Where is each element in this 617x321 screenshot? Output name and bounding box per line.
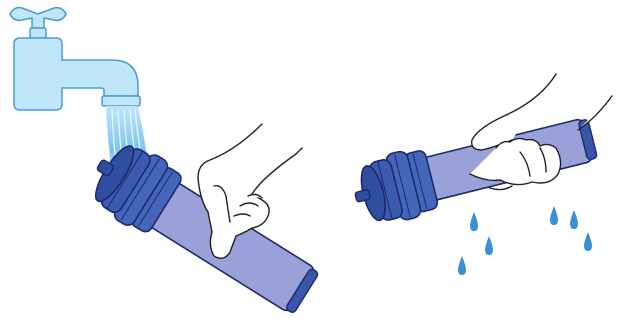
water-drop (570, 210, 578, 229)
water-drops (458, 206, 592, 275)
filter-cartridge (79, 132, 326, 321)
water-drop (470, 212, 478, 231)
filter-cartridge (348, 105, 601, 230)
water-drop (550, 206, 558, 225)
water-drop (485, 236, 493, 255)
water-drop (458, 256, 466, 275)
faucet-icon (10, 8, 140, 110)
water-drop (584, 232, 592, 251)
